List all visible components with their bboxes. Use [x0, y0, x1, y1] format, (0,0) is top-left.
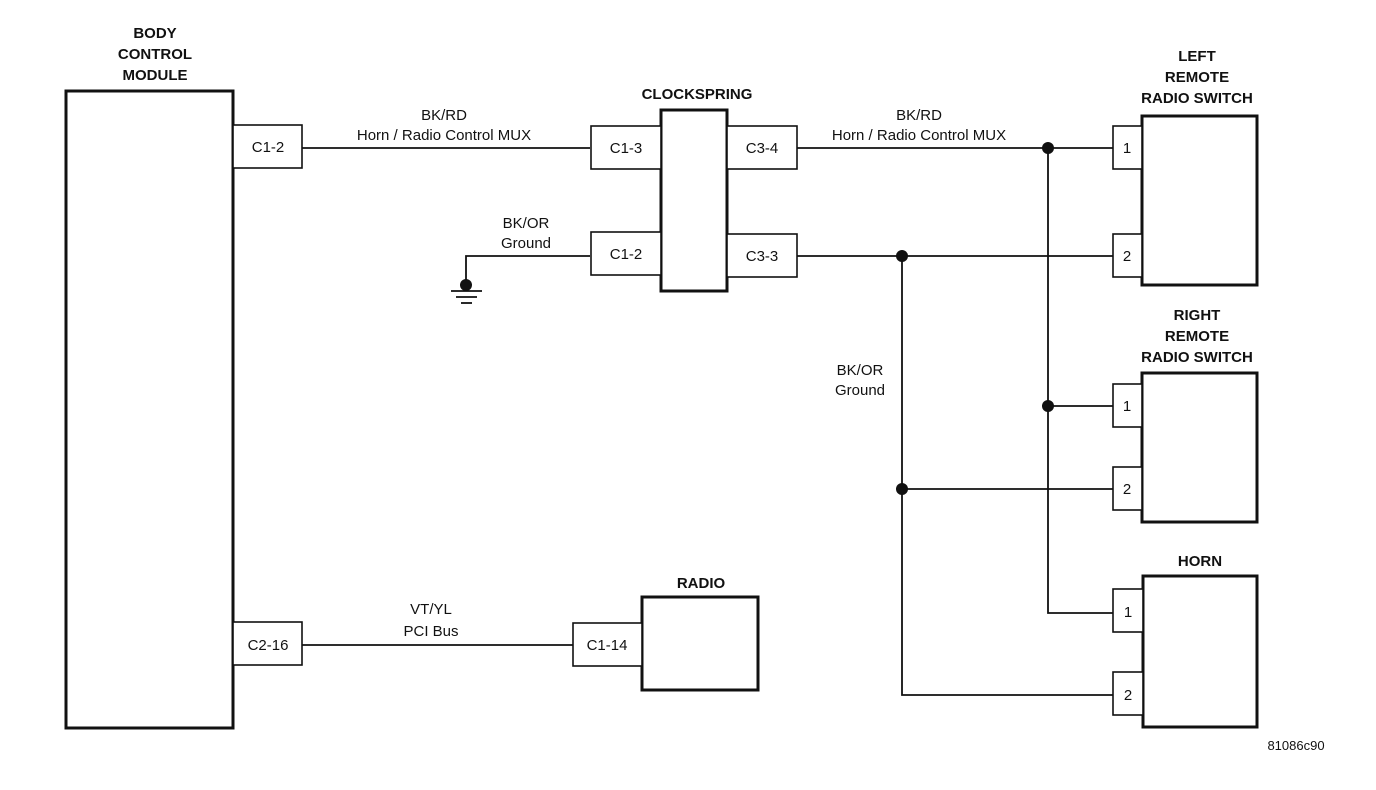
- right-remote-radio-switch[interactable]: RIGHT REMOTE RADIO SWITCH 1 2: [1112, 307, 1259, 524]
- horn-pin-2[interactable]: 2: [1112, 671, 1144, 716]
- radio[interactable]: RADIO C1-14: [572, 575, 760, 692]
- svg-text:1: 1: [1123, 398, 1131, 415]
- wire-label-color: BK/OR: [503, 215, 550, 232]
- horn[interactable]: HORN 1 2: [1112, 553, 1259, 729]
- wire-label-color: BK/OR: [837, 362, 884, 379]
- left-switch-title-line3: RADIO SWITCH: [1141, 90, 1253, 107]
- clockspring-title: CLOCKSPRING: [642, 86, 753, 103]
- splice-dot: [896, 250, 908, 262]
- horn-box[interactable]: [1141, 574, 1259, 729]
- wire-label-function: Horn / Radio Control MUX: [832, 127, 1006, 144]
- svg-text:2: 2: [1123, 248, 1131, 265]
- splice-dot: [896, 483, 908, 495]
- wire-label-color: VT/YL: [410, 601, 452, 618]
- right-switch-title-line1: RIGHT: [1174, 307, 1221, 324]
- svg-text:1: 1: [1123, 140, 1131, 157]
- right-switch-title-line2: REMOTE: [1165, 328, 1229, 345]
- clockspring-box[interactable]: [659, 108, 729, 293]
- svg-text:2: 2: [1124, 687, 1132, 704]
- bcm-connector-c1-2[interactable]: C1-2: [232, 124, 303, 169]
- svg-text:C1-14: C1-14: [587, 637, 628, 654]
- wires: [302, 147, 1114, 696]
- wire-labels: BK/RD Horn / Radio Control MUX BK/OR Gro…: [357, 107, 1006, 640]
- clockspring-connector-c3-3[interactable]: C3-3: [726, 233, 798, 278]
- svg-text:C3-4: C3-4: [746, 140, 779, 157]
- svg-text:C1-2: C1-2: [610, 246, 643, 263]
- svg-text:C3-3: C3-3: [746, 248, 779, 265]
- right-switch-box[interactable]: [1140, 371, 1259, 524]
- bcm-title-line2: CONTROL: [118, 46, 192, 63]
- wire-label-color: BK/RD: [896, 107, 942, 124]
- splice-dot: [1042, 400, 1054, 412]
- right-switch-title-line3: RADIO SWITCH: [1141, 349, 1253, 366]
- svg-text:2: 2: [1123, 481, 1131, 498]
- bcm-connector-c2-16[interactable]: C2-16: [232, 621, 303, 666]
- wire-ground-vertical-bus: [901, 256, 1114, 696]
- bcm-title-line1: BODY: [133, 25, 176, 42]
- radio-connector-c1-14[interactable]: C1-14: [572, 622, 643, 667]
- wire-label-function: Ground: [501, 235, 551, 252]
- left-switch-box[interactable]: [1140, 114, 1259, 287]
- radio-title: RADIO: [677, 575, 726, 592]
- svg-text:C1-3: C1-3: [610, 140, 643, 157]
- body-control-module[interactable]: BODY CONTROL MODULE C1-2 C2-16: [64, 25, 303, 730]
- clockspring-connector-c3-4[interactable]: C3-4: [726, 125, 798, 170]
- wire-clockspring-to-ground: [465, 255, 590, 286]
- wire-label-function: PCI Bus: [403, 623, 458, 640]
- splice-dot: [1042, 142, 1054, 154]
- clockspring-connector-c1-2[interactable]: C1-2: [590, 231, 662, 276]
- wire-label-color: BK/RD: [421, 107, 467, 124]
- wire-mux-vertical-bus: [1047, 148, 1114, 614]
- ground-icon: [451, 279, 482, 304]
- horn-title: HORN: [1178, 553, 1222, 570]
- left-remote-radio-switch[interactable]: LEFT REMOTE RADIO SWITCH 1 2: [1112, 48, 1259, 287]
- svg-text:C2-16: C2-16: [248, 637, 289, 654]
- left-switch-title-line1: LEFT: [1178, 48, 1216, 65]
- bcm-box[interactable]: [64, 89, 235, 730]
- right-switch-pin-1[interactable]: 1: [1112, 383, 1143, 428]
- left-switch-pin-2[interactable]: 2: [1112, 233, 1143, 278]
- diagram-reference-id: 81086c90: [1267, 738, 1324, 753]
- splices: [896, 142, 1054, 495]
- svg-text:1: 1: [1124, 604, 1132, 621]
- left-switch-title-line2: REMOTE: [1165, 69, 1229, 86]
- wire-label-function: Ground: [835, 382, 885, 399]
- clockspring[interactable]: CLOCKSPRING C1-3 C1-2 C3-4 C3-3: [590, 86, 798, 293]
- wire-label-function: Horn / Radio Control MUX: [357, 127, 531, 144]
- bcm-title-line3: MODULE: [123, 67, 188, 84]
- left-switch-pin-1[interactable]: 1: [1112, 125, 1143, 170]
- svg-text:C1-2: C1-2: [252, 139, 285, 156]
- right-switch-pin-2[interactable]: 2: [1112, 466, 1143, 511]
- radio-box[interactable]: [640, 595, 760, 692]
- clockspring-connector-c1-3[interactable]: C1-3: [590, 125, 662, 170]
- horn-pin-1[interactable]: 1: [1112, 588, 1144, 633]
